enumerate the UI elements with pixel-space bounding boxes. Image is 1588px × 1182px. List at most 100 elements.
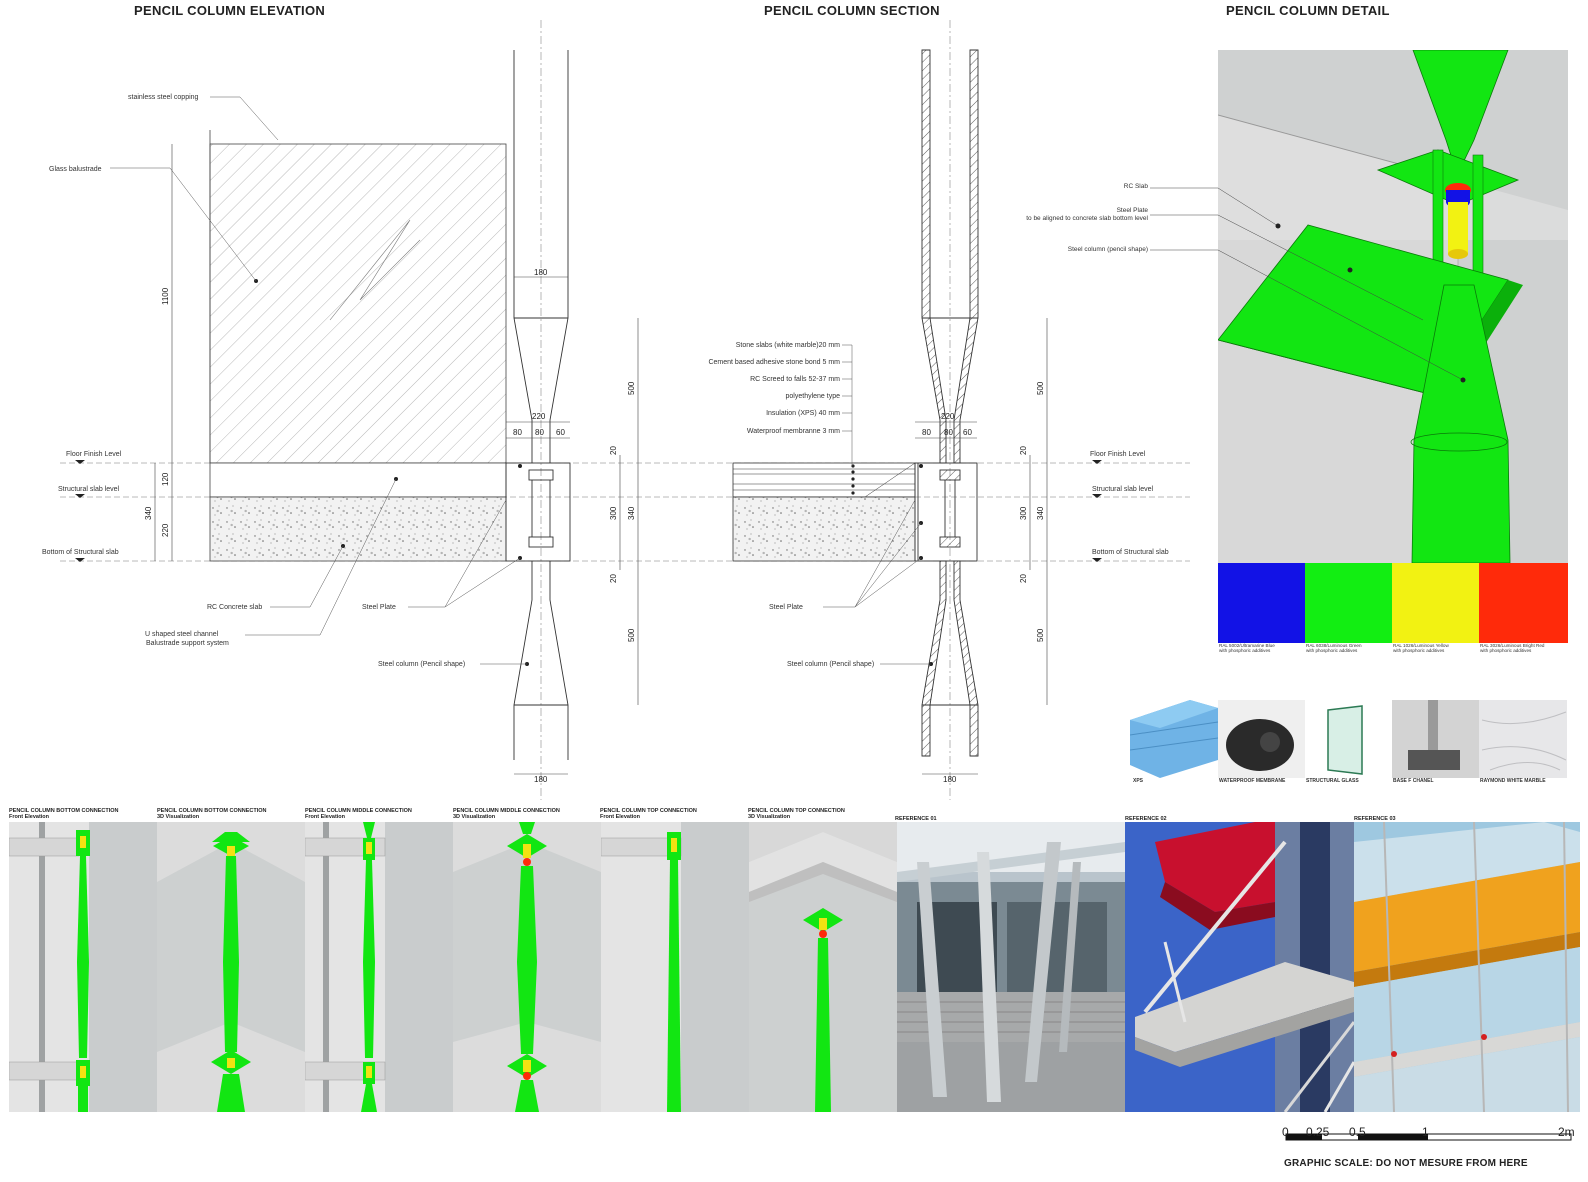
panel-caption-4-title: PENCIL COLUMN MIDDLE CONNECTION	[453, 808, 560, 814]
label-glass-balustrade: Glass balustrade	[49, 166, 102, 173]
label-u-channel-2: Balustrade support system	[146, 640, 229, 647]
panel-caption-3-title: PENCIL COLUMN MIDDLE CONNECTION	[305, 808, 412, 814]
panel-caption-6-title: PENCIL COLUMN TOP CONNECTION	[748, 808, 845, 814]
dim-180-bottom: 180	[534, 775, 548, 784]
dim-220-width: 220	[532, 412, 546, 421]
swatch-caption-blue-1: RAL 5002/Ultramarine Blue	[1219, 643, 1275, 648]
swatch-caption-yellow-2: with phosphoric additives	[1393, 648, 1445, 653]
dim-300: 300	[609, 506, 618, 520]
dim-340: 340	[144, 506, 153, 520]
section-dim-20-bottom: 20	[1019, 574, 1028, 583]
panel-caption-1-title: PENCIL COLUMN BOTTOM CONNECTION	[9, 808, 119, 814]
swatch-caption-yellow-1: RAL 1026/Luminous Yellow	[1393, 643, 1449, 648]
swatch-caption-green-1: RAL 6038/Luminous Green	[1306, 643, 1362, 648]
section-layer-2: Cement based adhesive stone bond 5 mm	[708, 359, 840, 366]
panel-reference-01	[897, 822, 1125, 1112]
technical-drawing: 1100 120 340 220 180 180 220 80 80 60 50…	[42, 20, 1190, 800]
dim-500-top: 500	[627, 381, 636, 395]
panel-caption-9-title: REFERENCE 03	[1354, 816, 1396, 822]
section-dim-220: 220	[941, 412, 955, 421]
panel-middle-3d	[453, 822, 601, 1112]
detail-leaders-left	[1150, 187, 1218, 251]
materials-row	[1130, 700, 1567, 778]
section-dim-300: 300	[1019, 506, 1028, 520]
material-caption-membrane: WATERPROOF MEMBRANE	[1219, 778, 1286, 784]
level-bottom-right: Bottom of Structural slab	[1092, 549, 1169, 556]
detail-title: PENCIL COLUMN DETAIL	[1226, 3, 1390, 18]
swatch-caption-red-1: RAL 3026/Luminous Bright Red	[1480, 643, 1545, 648]
section-dim-500-bottom: 500	[1036, 628, 1045, 642]
panel-bottom-front	[9, 822, 157, 1112]
scale-tick-0: 0	[1282, 1125, 1289, 1139]
scale-caption: GRAPHIC SCALE: DO NOT MESURE FROM HERE	[1284, 1158, 1528, 1169]
section-dim-500-top: 500	[1036, 381, 1045, 395]
material-caption-xps: XPS	[1133, 778, 1144, 784]
panel-caption-3-sub: Front Elevation	[305, 814, 346, 820]
label-steel-plate: Steel Plate	[362, 604, 396, 611]
swatch-caption-blue-2: with phosphoric additives	[1219, 648, 1271, 653]
section-dim-60: 60	[963, 428, 972, 437]
swatch-red	[1479, 563, 1568, 643]
swatch-caption-red-2: with phosphoric additives	[1480, 648, 1532, 653]
label-u-channel: U shaped steel channel	[145, 631, 219, 638]
section-layer-4: polyethylene type	[786, 393, 841, 400]
label-rc-slab: RC Concrete slab	[207, 604, 262, 611]
dim-120: 120	[161, 472, 170, 486]
section-layer-6: Waterproof membranne 3 mm	[747, 428, 840, 435]
label-copping: stainless steel copping	[128, 94, 199, 101]
panel-caption-2-sub: 3D Visualization	[157, 814, 200, 820]
detail-label-steel-column: Steel column (pencil shape)	[1067, 246, 1148, 253]
swatch-caption-green-2: with phosphoric additives	[1306, 648, 1358, 653]
section-title: PENCIL COLUMN SECTION	[764, 3, 940, 18]
graphic-scale	[1285, 1133, 1572, 1141]
section-layer-1: Stone slabs (white marble)20 mm	[736, 342, 840, 349]
dim-80b: 80	[535, 428, 544, 437]
dim-20-top: 20	[609, 446, 618, 455]
detail-render	[1218, 50, 1568, 563]
dim-60: 60	[556, 428, 565, 437]
section-layer-5: Insulation (XPS) 40 mm	[766, 410, 840, 417]
scale-tick-025: 0.25	[1306, 1125, 1330, 1139]
section-dim-80a: 80	[922, 428, 931, 437]
elevation-title: PENCIL COLUMN ELEVATION	[134, 3, 326, 18]
detail-label-steel-plate-note: to be aligned to concrete slab bottom le…	[1026, 215, 1148, 222]
section-dim-20-top: 20	[1019, 446, 1028, 455]
panel-reference-03	[1354, 822, 1580, 1112]
level-structural-left: Structural slab level	[58, 486, 120, 493]
panel-caption-8: REFERENCE 02	[1125, 816, 1167, 822]
panel-middle-front	[305, 822, 453, 1112]
level-bottom-left: Bottom of Structural slab	[42, 549, 119, 556]
panel-caption-5-sub: Front Elevation	[600, 814, 641, 820]
dim-180-top: 180	[534, 268, 548, 277]
section-dim-180: 180	[943, 775, 957, 784]
detail-label-steel-plate: Steel Plate	[1116, 207, 1148, 214]
material-caption-channel: BASE F CHANEL	[1393, 778, 1434, 784]
level-floor-finish-right: Floor Finish Level	[1090, 451, 1146, 458]
dim-20-bottom: 20	[609, 574, 618, 583]
scale-tick-2m: 2m	[1558, 1125, 1575, 1139]
dim-500-bottom: 500	[627, 628, 636, 642]
level-structural-right: Structural slab level	[1092, 486, 1154, 493]
material-caption-glass: STRUCTURAL GLASS	[1306, 778, 1359, 784]
panel-caption-4-sub: 3D Visualization	[453, 814, 496, 820]
swatch-green	[1305, 563, 1392, 643]
dim-80a: 80	[513, 428, 522, 437]
panel-caption-1-sub: Front Elevation	[9, 814, 50, 820]
panel-top-3d	[749, 822, 897, 1112]
panel-reference-02	[1125, 822, 1354, 1112]
scale-tick-1: 1	[1422, 1125, 1429, 1139]
panel-bottom-3d	[157, 822, 305, 1112]
swatch-yellow	[1392, 563, 1479, 643]
material-caption-marble: RAYMOND WHITE MARBLE	[1480, 778, 1546, 784]
section-dim-340: 340	[1036, 506, 1045, 520]
